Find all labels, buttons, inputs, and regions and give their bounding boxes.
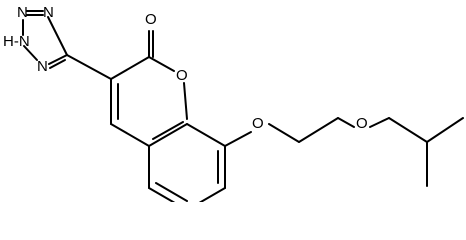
tetrazole-bond-c-n4 bbox=[48, 54, 68, 65]
bonds bbox=[22, 10, 464, 202]
bond-tetrazole-to-coumarin bbox=[66, 54, 112, 80]
isobutyl-bond-ch-ch3-top bbox=[426, 117, 464, 143]
atom-label-ring-oxygen: O bbox=[176, 67, 188, 84]
atom-label-ether-oxygen-1: O bbox=[252, 115, 264, 132]
isobutyl-bond-ch2-ch bbox=[388, 117, 428, 143]
tetrazole-bond-n2-c bbox=[47, 16, 68, 56]
benzene-bond-c8-c8a bbox=[186, 123, 226, 147]
atom-label-tetrazole-n1: N bbox=[17, 4, 28, 21]
ether-bond-o2-ch2 bbox=[369, 117, 390, 128]
ether-bond-c8-o1 bbox=[224, 131, 252, 147]
atom-label-carbonyl-oxygen: O bbox=[145, 11, 157, 28]
coumarin-bond-c4a-c8a-double bbox=[152, 121, 184, 140]
ether-bond-ch2-ch2 bbox=[298, 117, 339, 143]
tetrazole-bond-n4-nh bbox=[23, 45, 38, 61]
chemical-structure-diagram: O O O O N N H-N N bbox=[3, 4, 464, 202]
coumarin-bond-c4a-c8a bbox=[148, 123, 188, 147]
ether-bond-ch2-o2 bbox=[337, 117, 355, 128]
atom-label-tetrazole-n4: N bbox=[37, 58, 48, 75]
benzene-bond-c5-c6 bbox=[148, 187, 176, 202]
coumarin-bond-c3-c2 bbox=[110, 56, 150, 80]
tetrazole-bond-c-n4-double bbox=[49, 59, 66, 69]
coumarin-bond-ring-o-c8a bbox=[183, 82, 188, 120]
coumarin-bond-c2-ring-o bbox=[148, 56, 175, 72]
atom-label-ether-oxygen-2: O bbox=[356, 115, 368, 132]
benzene-bond-c6-c7 bbox=[198, 187, 226, 202]
ether-bond-o1-ch2 bbox=[268, 123, 300, 143]
atom-label-tetrazole-n2: N bbox=[43, 4, 54, 21]
atom-labels: O O O O N N H-N N bbox=[3, 4, 368, 132]
coumarin-bond-c4-c4a bbox=[110, 123, 150, 147]
atom-label-tetrazole-nh: H-N bbox=[3, 33, 30, 50]
benzene-bond-c5-c6-double bbox=[155, 182, 188, 202]
